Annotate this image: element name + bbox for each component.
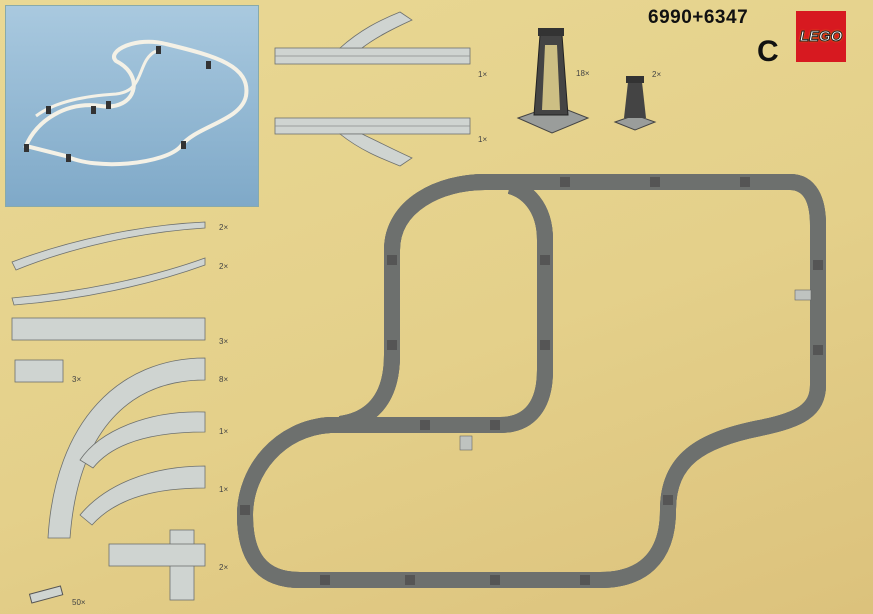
qty-curve: 8×: [219, 375, 229, 384]
qty-switch-right: 1×: [478, 135, 488, 144]
qty-plate: 50×: [72, 598, 86, 607]
track-layout: [236, 174, 826, 588]
monorail-photo-drawing: [23, 39, 249, 167]
short-straight-track-part: [14, 359, 64, 383]
page-letter: C: [757, 35, 779, 68]
long-straight-track-part: [11, 317, 206, 341]
qty-short-pillar: 2×: [652, 70, 662, 79]
short-pillar-part: [613, 76, 657, 131]
switch-track-left-part: [274, 11, 471, 65]
qty-switch-curve-right: 1×: [219, 485, 229, 494]
ramp-track-down-part: [11, 257, 206, 306]
lego-logo-text: LEGO: [799, 28, 843, 46]
station-straight-track-part: [108, 529, 206, 601]
tall-pillar-part: [516, 28, 590, 134]
qty-tall-pillar: 18×: [576, 69, 590, 78]
lego-logo: LEGO: [796, 11, 846, 62]
qty-ramp-up: 2×: [219, 223, 229, 232]
qty-switch-curve-left: 1×: [219, 427, 229, 436]
qty-switch-left: 1×: [478, 70, 488, 79]
qty-station-straight: 2×: [219, 563, 229, 572]
qty-short-straight: 3×: [72, 375, 82, 384]
switch-curve-left-part: [79, 411, 206, 469]
qty-ramp-down: 2×: [219, 262, 229, 271]
set-numbers: 6990+6347: [648, 7, 749, 28]
qty-long-straight: 3×: [219, 337, 229, 346]
finished-model-photo: [5, 5, 259, 207]
switch-curve-right-part: [79, 465, 206, 526]
switch-track-right-part: [274, 117, 471, 167]
plate-1x4-part: [28, 585, 64, 604]
ramp-track-up-part: [11, 221, 206, 271]
curve-track-part: [47, 357, 206, 539]
